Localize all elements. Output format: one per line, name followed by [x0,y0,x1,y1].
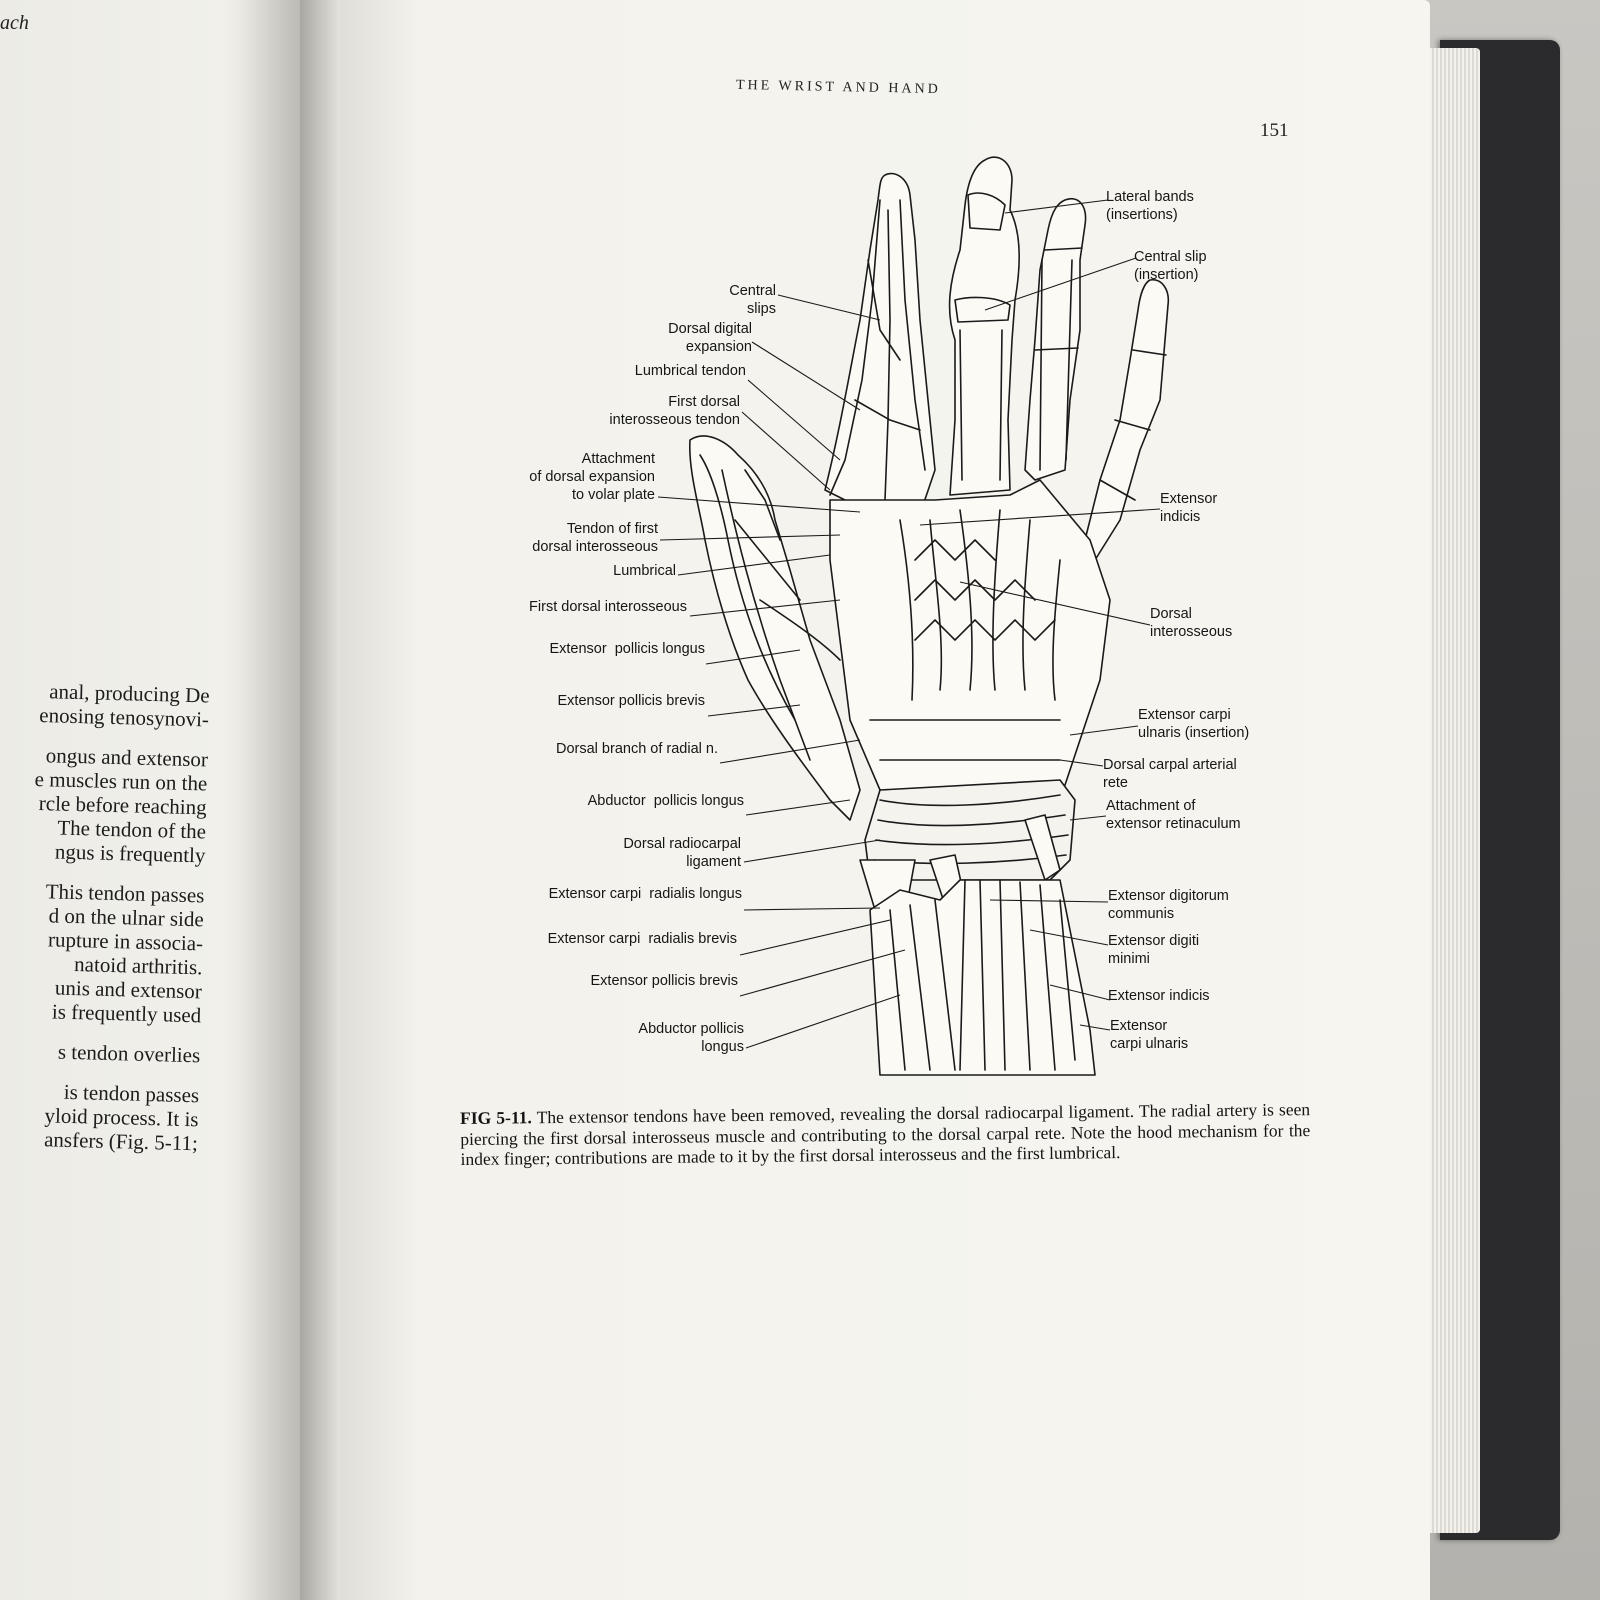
left-page-header-fragment: ach [0,12,29,34]
figure-label: Lateral bands(insertions) [1106,189,1194,223]
figure-label: Abductor pollicis longus [587,793,744,809]
figure-label: Extensor pollicis brevis [557,693,705,709]
figure-label: Lumbrical tendon [634,363,746,379]
figure-id: FIG 5-11. [460,1107,532,1128]
figure-label: First dorsal interosseous [529,599,687,615]
figure-label: Extensor indicis [1108,988,1210,1004]
caption-text: The extensor tendons have been removed, … [460,1099,1311,1169]
figure-label: Central slip(insertion) [1134,249,1207,283]
figure-label: Extensor pollicis brevis [590,973,738,989]
figure-label: Extensor carpi radialis brevis [547,931,737,947]
page-number: 151 [1260,120,1289,141]
book-gutter [300,0,340,1600]
figure-label: Dorsal branch of radial n. [556,741,718,757]
figure-label: Extensor pollicis longus [549,641,705,657]
figure-caption: FIG 5-11. The extensor tendons have been… [460,1099,1311,1169]
figure-label: Lumbrical [613,563,676,579]
figure-label: Extensor carpi radialis longus [548,886,742,902]
